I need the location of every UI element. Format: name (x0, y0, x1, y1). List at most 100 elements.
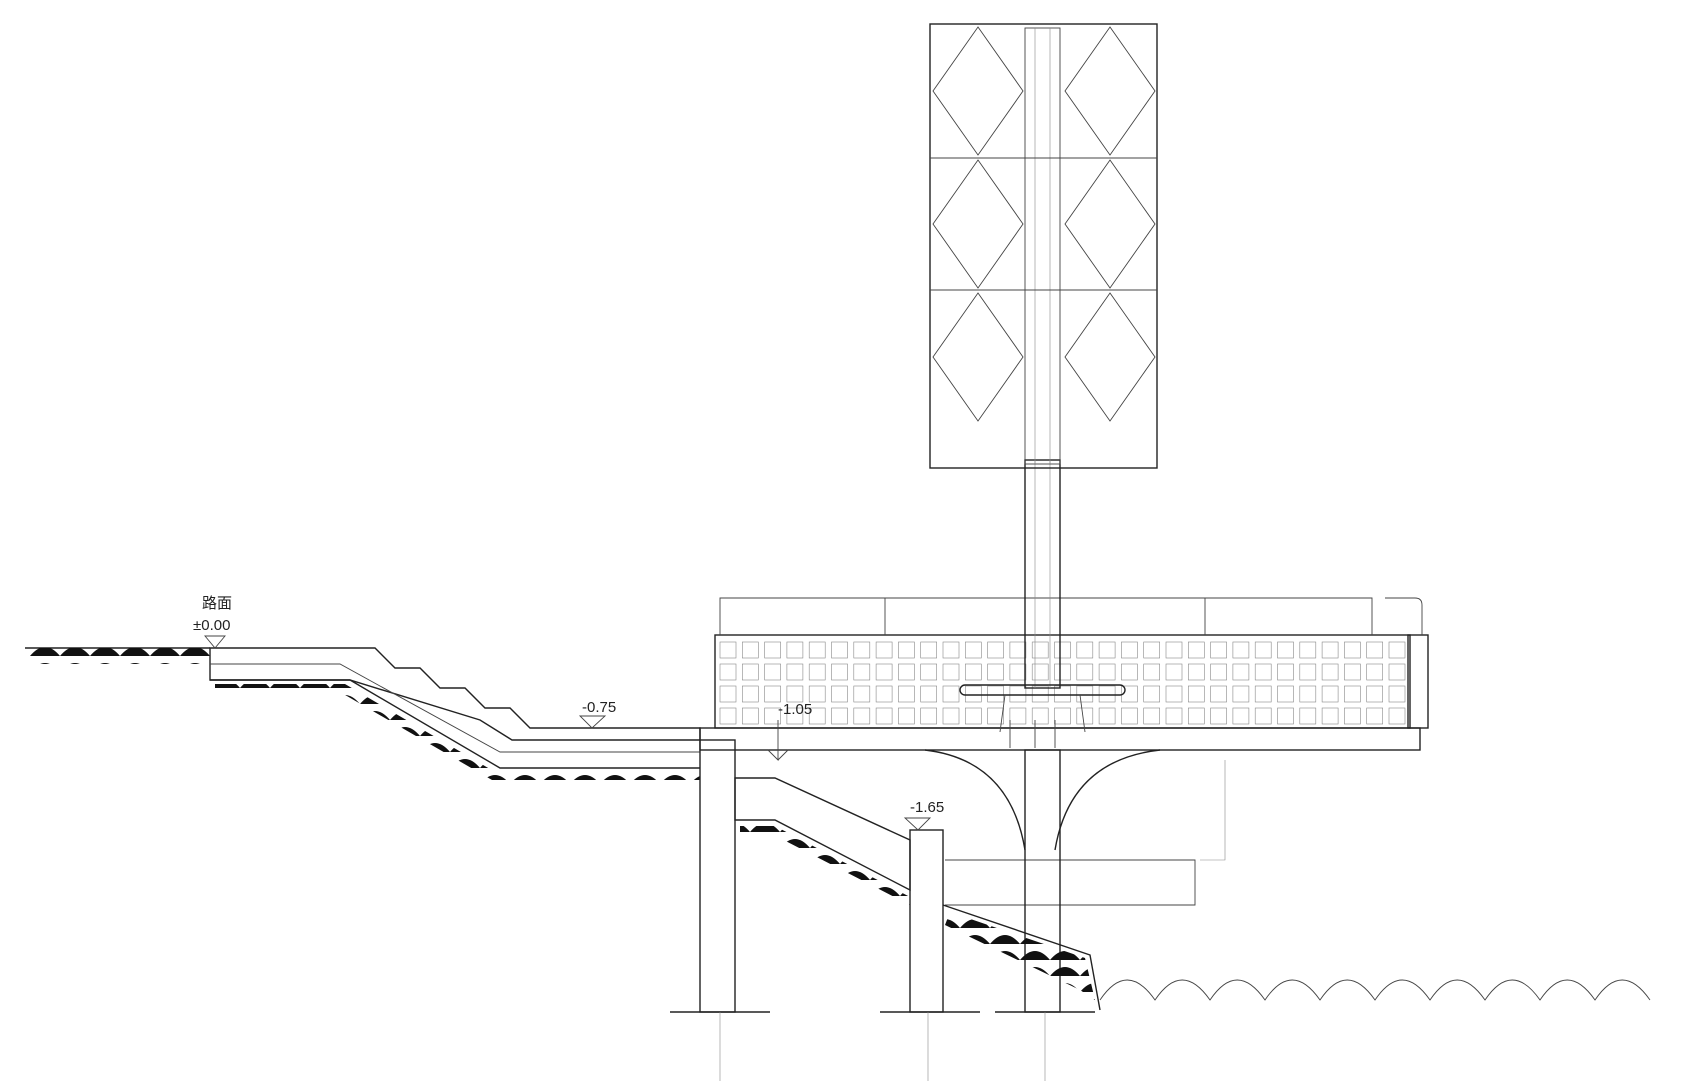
planter-cell (1388, 685, 1406, 703)
planter-cell (987, 685, 1004, 703)
planter-cell (1098, 707, 1116, 725)
planter-cell (1031, 641, 1049, 659)
planter-cell (808, 663, 826, 681)
planter-cell (1277, 707, 1294, 725)
elevation-lower-deck: -1.05 (767, 701, 812, 762)
planter-cell (942, 641, 960, 659)
planter-cell (1165, 707, 1183, 725)
planter-cell (898, 685, 915, 703)
planter-cell (719, 641, 737, 659)
planter-cell (1121, 641, 1138, 659)
elevation-lower-deck-label: -1.05 (778, 701, 812, 718)
elevation-road: 路面 ±0.00 (193, 595, 232, 649)
planter-cell (1344, 707, 1361, 725)
planter-cell (764, 663, 781, 681)
planter-cell (1254, 641, 1272, 659)
planter-cell (1009, 685, 1027, 703)
planter-cell (1210, 641, 1227, 659)
planter-cell (1143, 641, 1160, 659)
planter-cell (1321, 663, 1339, 681)
planter-cell (853, 707, 871, 725)
planter-cell (741, 707, 759, 725)
planter-cell (964, 663, 982, 681)
planter-cell (1188, 663, 1205, 681)
planter-cell (764, 685, 781, 703)
planter-cell (1210, 685, 1227, 703)
planter-cell (1188, 707, 1205, 725)
planter-cell (1299, 685, 1317, 703)
planter-cell (942, 685, 960, 703)
planter-cell (1388, 707, 1406, 725)
planter-cell (1232, 641, 1250, 659)
planter-cell (853, 663, 871, 681)
deck (699, 597, 1429, 751)
planter-cell (1076, 641, 1094, 659)
planter-cell (1366, 641, 1383, 659)
elevation-landing: -0.75 (578, 699, 616, 729)
planter-cell (853, 685, 871, 703)
planter-cell (875, 641, 893, 659)
planter-cell (1121, 707, 1138, 725)
planter-cell (1299, 663, 1317, 681)
planter-cell (1054, 663, 1071, 681)
planter-cell (786, 641, 804, 659)
planter-cell (719, 663, 737, 681)
sign-diamond (1064, 159, 1156, 289)
planter-cell (831, 707, 848, 725)
planter-cell (741, 663, 759, 681)
planter-cell (741, 641, 759, 659)
planter-cell (719, 685, 737, 703)
planter-cell (808, 641, 826, 659)
sign-diamond (932, 159, 1024, 289)
planter-cell (1076, 707, 1094, 725)
planter-cell (1031, 685, 1049, 703)
planter-cell (1076, 685, 1094, 703)
planter-cell (875, 707, 893, 725)
planter-cell (1076, 663, 1094, 681)
planter-cell (1165, 641, 1183, 659)
planter-cell (831, 685, 848, 703)
planter-cell (1009, 707, 1027, 725)
planter-cell (964, 707, 982, 725)
planter-cell (1254, 707, 1272, 725)
planter-cell (1009, 663, 1027, 681)
lower-stair (734, 777, 1101, 1011)
upper-stair (209, 647, 701, 780)
planter-cell (741, 685, 759, 703)
planter-cell (1009, 641, 1027, 659)
planter-cell (1321, 641, 1339, 659)
sign-diamond (1064, 26, 1156, 156)
sign-panel (929, 23, 1158, 469)
planter-cell (1254, 685, 1272, 703)
planter-cell (987, 663, 1004, 681)
elevation-landing-label: -0.75 (582, 699, 616, 716)
planter-cell (1143, 663, 1160, 681)
planter-cell (1210, 663, 1227, 681)
planter-cell (920, 685, 938, 703)
planter-cell (764, 641, 781, 659)
planter-cell (1054, 641, 1071, 659)
planter-cell (987, 707, 1004, 725)
planter-cell (808, 707, 826, 725)
planter-cell (1254, 663, 1272, 681)
planter-cell (1098, 641, 1116, 659)
planter-cell (875, 685, 893, 703)
planter-cell (1344, 685, 1361, 703)
planter-cell (942, 663, 960, 681)
planter-cell (920, 663, 938, 681)
planter-cell (920, 707, 938, 725)
planter-cell (1121, 685, 1138, 703)
planter-cell (1366, 685, 1383, 703)
planter-cell (764, 707, 781, 725)
planter-cell (1232, 707, 1250, 725)
planter-cell (1388, 641, 1406, 659)
planter-cell (1232, 685, 1250, 703)
planter-cell (1277, 663, 1294, 681)
planter-cell (786, 663, 804, 681)
planter-cell (1121, 663, 1138, 681)
planter-cell (1165, 663, 1183, 681)
planter-cell (898, 663, 915, 681)
planter-cell (1143, 707, 1160, 725)
planter-cell (1031, 707, 1049, 725)
